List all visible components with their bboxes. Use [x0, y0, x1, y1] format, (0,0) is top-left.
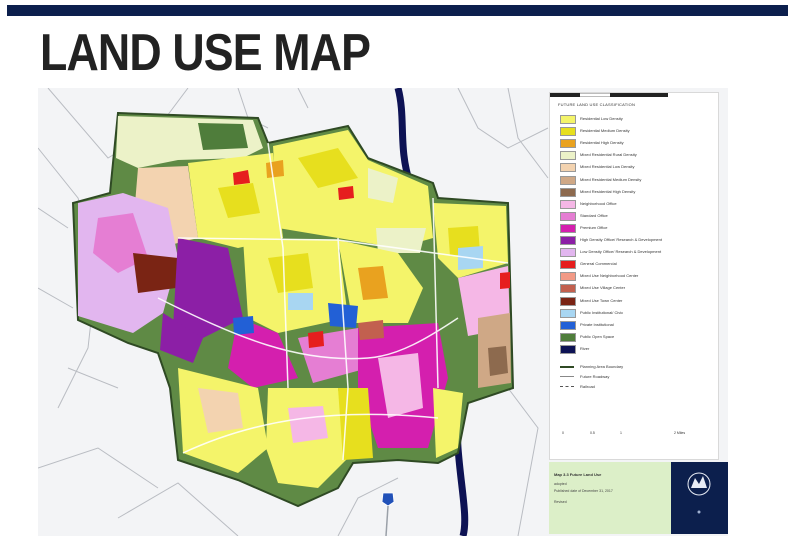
legend-item: Mixed Residential Medium Density [560, 175, 710, 185]
legend-item: Mixed Residential Low Density [560, 163, 710, 173]
map-info-title: Map 3.3 Future Land Use [554, 472, 602, 477]
map-info-line: Published date of December 31, 2017 [554, 489, 613, 493]
legend-item: General Commercial [560, 260, 710, 270]
legend-label: General Commercial [580, 261, 617, 267]
legend-label: Mixed Residential High Density [580, 188, 636, 194]
legend-label: Low Density Office/ Research & Developme… [580, 249, 662, 255]
legend-item: Mixed Residential High Density [560, 187, 710, 197]
legend-swatch [560, 260, 576, 270]
slide-title: LAND USE MAP [40, 24, 371, 82]
legend-label: Mixed Use Town Center [580, 297, 623, 303]
legend-label: Residential High Density [580, 140, 624, 146]
legend-item: Mixed Use Neighborhood Center [560, 272, 710, 282]
legend-swatch [560, 127, 576, 137]
legend-swatch [560, 139, 576, 149]
legend-label: Residential Medium Density [580, 128, 630, 134]
legend-label: Railroad [580, 384, 595, 389]
legend-swatch [560, 115, 576, 124]
land-use-map: Future Land Use Classification Residenti… [38, 88, 728, 536]
legend-line-swatch [560, 366, 574, 368]
legend-item: Neighborhood Office [560, 199, 710, 209]
legend-item: Low Density Office/ Research & Developme… [560, 248, 710, 258]
legend-label: Public Open Space [580, 333, 615, 339]
legend-item: Premium Office [560, 223, 710, 233]
town-logo [671, 462, 728, 534]
legend-swatch [560, 320, 576, 330]
map-info-line: adopted [554, 482, 567, 486]
legend-label: Residential Low Density [580, 116, 623, 121]
scale-label: 2 Miles [674, 431, 686, 435]
map-info-box: Map 3.3 Future Land Use adopted Publishe… [549, 462, 671, 534]
legend-label: Future Roadway [580, 374, 610, 379]
legend-swatch [560, 163, 576, 173]
legend-label: Private Institutional [580, 321, 614, 327]
legend-label: High Density Office/ Research & Developm… [580, 237, 662, 242]
legend-item: Standard Office [560, 211, 710, 221]
legend-swatch [560, 308, 576, 318]
internal-roads [157, 142, 509, 461]
map-canvas [38, 88, 639, 536]
legend-item: River [560, 344, 710, 354]
legend-swatch [560, 344, 576, 354]
legend-label: River [580, 345, 590, 351]
legend-heading: Future Land Use Classification [558, 102, 636, 107]
legend-item: Residential High Density [560, 139, 710, 149]
scale-label: 0.5 [590, 431, 595, 435]
legend-swatch [560, 332, 576, 342]
legend-swatch [560, 248, 576, 258]
legend-line-swatch [560, 376, 574, 377]
legend-label: Standard Office [580, 212, 608, 218]
legend-swatch [560, 151, 576, 161]
legend-label: Mixed Residential Rural Density [580, 152, 637, 158]
legend-label: Planning Area Boundary [580, 364, 624, 369]
interstate-shield-icon [381, 492, 395, 536]
legend-item: Residential Medium Density [560, 127, 710, 137]
legend-swatch [560, 296, 576, 306]
scale-bar [550, 93, 668, 97]
legend-label: Mixed Use Village Center [580, 285, 626, 291]
legend-label: Mixed Residential Low Density [580, 164, 635, 170]
legend-line-item: Future Roadway [560, 373, 710, 381]
legend-item: Mixed Use Town Center [560, 296, 710, 306]
scale-label: 0 [562, 431, 564, 435]
legend-line-item: Planning Area Boundary [560, 363, 710, 371]
legend-item: High Density Office/ Research & Developm… [560, 236, 710, 245]
seal-icon [687, 472, 711, 514]
legend-swatch [560, 284, 576, 294]
legend-label: Premium Office [580, 224, 608, 230]
legend-item: Public Institutional/ Civic [560, 308, 710, 318]
legend-swatch [560, 199, 576, 209]
land-use-patches [78, 116, 511, 488]
title-accent-bar [7, 5, 788, 16]
legend-swatch [560, 175, 576, 185]
scale-label: 1 [620, 431, 622, 435]
legend-panel: Future Land Use Classification Residenti… [549, 92, 719, 460]
legend-swatch [560, 211, 576, 221]
legend-item: Residential Low Density [560, 115, 710, 124]
legend-line-swatch [560, 386, 574, 387]
legend-swatch [560, 236, 576, 245]
legend-line-item: Railroad [560, 383, 710, 391]
legend-item: Mixed Residential Rural Density [560, 151, 710, 161]
legend-label: Mixed Use Neighborhood Center [580, 273, 639, 279]
legend-label: Mixed Residential Medium Density [580, 176, 642, 182]
legend-swatch [560, 223, 576, 233]
legend-label: Public Institutional/ Civic [580, 309, 624, 315]
legend-label: Neighborhood Office [580, 200, 617, 206]
legend-item: Public Open Space [560, 332, 710, 342]
legend-item: Mixed Use Village Center [560, 284, 710, 294]
scale-labels: 0 0.5 1 2 Miles [562, 431, 692, 437]
legend-swatch [560, 187, 576, 197]
legend-item: Private Institutional [560, 320, 710, 330]
legend-swatch [560, 272, 576, 282]
map-info-line: Revised [554, 500, 567, 504]
